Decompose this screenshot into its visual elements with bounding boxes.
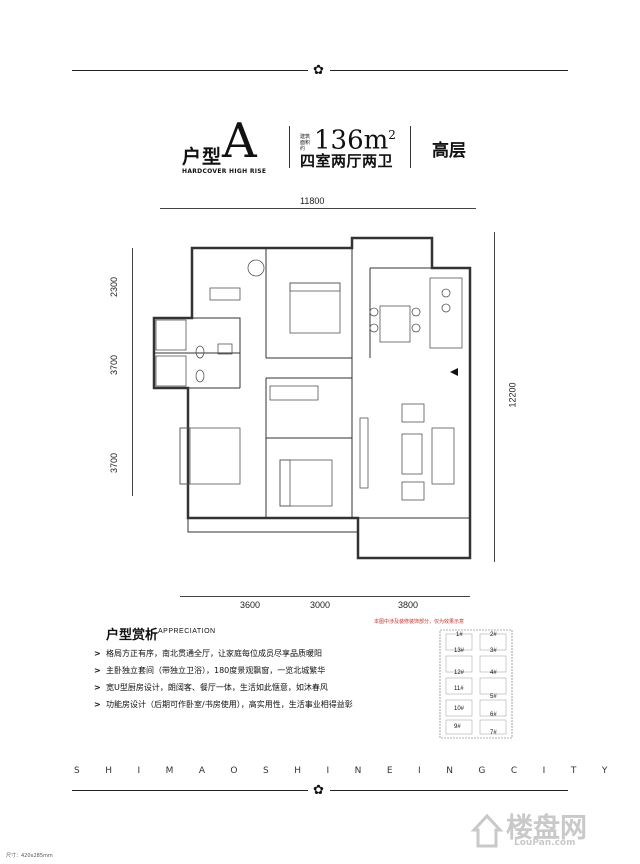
keyplan-label: 12# bbox=[454, 670, 465, 676]
arrow-icon: > bbox=[94, 683, 101, 692]
watermark-cn: 楼盘网 bbox=[506, 813, 587, 844]
dim-left-upper: 2300 bbox=[109, 276, 120, 298]
watermark-logo-icon bbox=[470, 813, 504, 848]
floor-plan bbox=[152, 236, 472, 560]
bed-north-pillow bbox=[289, 282, 341, 292]
key-plan-outline bbox=[439, 629, 513, 739]
armchair-top bbox=[401, 403, 425, 423]
dim-left-middle: 3700 bbox=[109, 354, 120, 376]
decoration-note: 本图中涉及装修装饰部分，仅为效果示意 bbox=[374, 619, 465, 625]
dim-bottom-3: 3800 bbox=[398, 600, 419, 610]
top-rule-right bbox=[330, 70, 568, 71]
appreciation-item-text: 主卧独立套间（带独立卫浴），180度景观飘窗，一览北城繁华 bbox=[106, 666, 326, 675]
exterior-wall bbox=[152, 236, 472, 560]
dim-line-left bbox=[132, 248, 133, 496]
appreciation-list: > 格局方正有序，南北贯通全厅，让家庭每位成员尽享品质暖阳 > 主卧独立套间（带独立… bbox=[94, 650, 353, 718]
toilet-2 bbox=[195, 369, 205, 383]
keyplan-label: 11# bbox=[454, 686, 464, 692]
arrow-icon: > bbox=[94, 700, 101, 709]
floor-type: 高层 bbox=[432, 141, 466, 161]
appreciation-item: > 宽U型厨房设计，朗阔客、餐厅一体，生活如此惬意，如沐春风 bbox=[94, 684, 353, 701]
dim-left-lower: 3700 bbox=[109, 452, 120, 474]
area-unit-sup: 2 bbox=[388, 128, 396, 142]
entrance-arrow bbox=[450, 368, 458, 376]
bottom-rule-right bbox=[330, 790, 568, 791]
appreciation-item-text: 格局方正有序，南北贯通全厅，让家庭每位成员尽享品质暖阳 bbox=[106, 649, 322, 658]
area-value: 136m2 bbox=[314, 120, 396, 156]
appreciation-item: > 格局方正有序，南北贯通全厅，让家庭每位成员尽享品质暖阳 bbox=[94, 650, 353, 667]
wardrobe bbox=[269, 385, 319, 401]
toilet-1 bbox=[195, 345, 205, 359]
unit-type-letter: A bbox=[222, 113, 257, 169]
print-size: 尺寸：420x285mm bbox=[6, 853, 53, 859]
bed-south-pillow bbox=[279, 459, 291, 507]
appreciation-item: > 主卧独立套间（带独立卫浴），180度景观飘窗，一览北城繁华 bbox=[94, 667, 353, 684]
keyplan-label: 6# bbox=[490, 712, 497, 718]
coffee-table bbox=[401, 433, 423, 475]
keyplan-label: 4# bbox=[490, 670, 497, 676]
dim-top-total: 11800 bbox=[300, 196, 325, 206]
flower-ornament-bottom: ✿ bbox=[313, 783, 324, 798]
shower-2 bbox=[155, 355, 187, 387]
appreciation-item: > 功能房设计（后期可作卧室/书房使用），高实用性，生活事业相得益彰 bbox=[94, 701, 353, 718]
top-rule-left bbox=[72, 70, 308, 71]
tv-cabinet bbox=[359, 417, 369, 489]
keyplan-label: 10# bbox=[454, 706, 465, 712]
bottom-rule-left bbox=[72, 790, 308, 791]
dim-line-right bbox=[494, 232, 495, 562]
dining-table bbox=[379, 305, 411, 343]
interior-walls bbox=[154, 238, 432, 519]
unit-type-subtitle: HARDCOVER HIGH RISE bbox=[182, 168, 267, 175]
dim-bottom-1: 3600 bbox=[240, 600, 261, 610]
study-chair bbox=[247, 259, 265, 277]
dim-line-bottom bbox=[180, 596, 470, 597]
dim-line-top bbox=[160, 208, 476, 209]
keyplan-label: 9# bbox=[454, 724, 461, 730]
dim-right-total: 12200 bbox=[507, 382, 518, 408]
armchair-bottom bbox=[401, 481, 425, 501]
title-divider-2 bbox=[410, 126, 411, 168]
keyplan-label: 7# bbox=[490, 730, 497, 736]
arrow-icon: > bbox=[94, 649, 101, 658]
keyplan-label: 3# bbox=[490, 648, 497, 654]
area-caption: 建筑面积约 bbox=[300, 134, 311, 152]
washbasin-1 bbox=[217, 343, 233, 355]
balcony bbox=[187, 517, 359, 533]
title-divider-1 bbox=[289, 126, 290, 168]
appreciation-item-text: 宽U型厨房设计，朗阔客、餐厅一体，生活如此惬意，如沐春风 bbox=[106, 683, 328, 692]
watermark-en: LouPan.com bbox=[514, 838, 576, 848]
room-layout: 四室两厅两卫 bbox=[300, 152, 394, 170]
arrow-icon: > bbox=[94, 666, 101, 675]
appreciation-item-text: 功能房设计（后期可作卧室/书房使用），高实用性，生活事业相得益彰 bbox=[106, 700, 353, 709]
brand-name: SHIMAOSHINEINGCITY bbox=[74, 766, 633, 776]
appreciation-title: 户型赏析 bbox=[106, 628, 159, 643]
shower-1 bbox=[155, 319, 187, 351]
living-balcony bbox=[357, 517, 471, 559]
study-desk bbox=[209, 287, 241, 301]
unit-title-block: 户型 A HARDCOVER HIGH RISE 建筑面积约 136m2 四室两… bbox=[182, 113, 482, 178]
appreciation-subtitle-en: APPRECIATION bbox=[158, 628, 216, 635]
flower-ornament-top: ✿ bbox=[313, 63, 324, 78]
kitchen-counter bbox=[429, 277, 463, 349]
dim-bottom-2: 3000 bbox=[310, 600, 331, 610]
bed-southwest-pillow bbox=[179, 427, 191, 485]
sofa-main bbox=[431, 427, 455, 485]
watermark: 楼盘网 LouPan.com bbox=[470, 806, 630, 854]
keyplan-label: 2# bbox=[490, 632, 497, 638]
unit-type-label: 户型 bbox=[182, 146, 223, 168]
keyplan-label: 5# bbox=[490, 694, 497, 700]
area-number: 136m bbox=[314, 125, 389, 156]
keyplan-label: 1# bbox=[456, 632, 463, 638]
bed-south bbox=[279, 459, 333, 507]
keyplan-label: 13# bbox=[454, 648, 465, 654]
building-key-plan: 1# 2# 13# 3# 12# 4# 11# 5# 10# 6# 9# 7# bbox=[438, 628, 518, 742]
bed-north bbox=[289, 282, 341, 334]
